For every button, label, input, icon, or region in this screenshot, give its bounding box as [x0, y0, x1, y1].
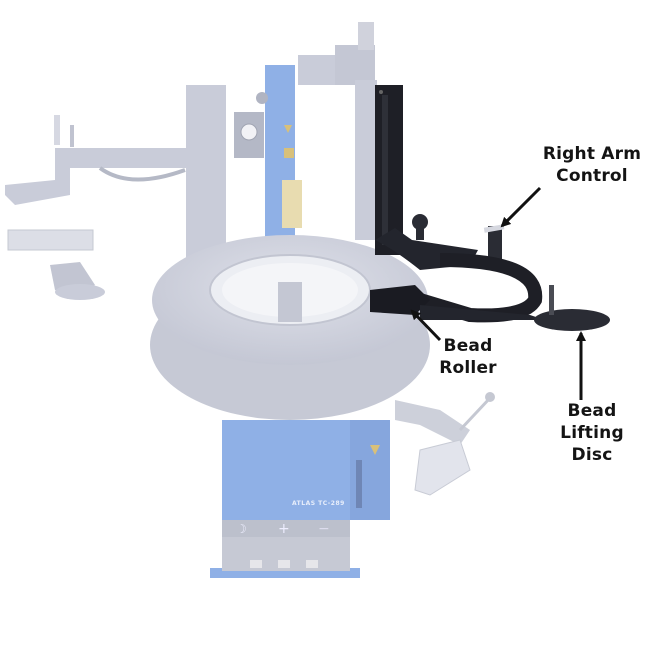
machine-cabinet — [222, 420, 390, 520]
callout-line: Right Arm — [542, 144, 642, 164]
callout-line: Control — [556, 166, 628, 186]
callout-bead-roller: Bead Roller — [428, 335, 508, 379]
machine-column — [234, 65, 302, 265]
mount-head — [298, 22, 377, 240]
callout-line: Lifting — [560, 423, 624, 443]
pedal-symbol-rotate: ☽ — [236, 522, 247, 536]
machine-model-label: ATLAS TC-289 — [292, 500, 345, 507]
callout-line: Roller — [439, 358, 497, 378]
callout-arrows — [410, 186, 586, 400]
pedal-symbol-plus: + — [278, 521, 290, 537]
callout-line: Bead — [567, 401, 617, 421]
machine-base: ☽ + − — [210, 515, 360, 578]
pedal-symbol-minus: − — [318, 521, 330, 537]
callout-bead-lifting-disc: Bead Lifting Disc — [552, 400, 632, 466]
right-assist-arm — [370, 85, 610, 331]
callout-line: Disc — [571, 445, 613, 465]
tire — [150, 235, 430, 420]
bead-breaker — [395, 392, 495, 496]
arrow-bead-roller — [410, 309, 442, 342]
arrow-right-arm-control — [500, 186, 542, 228]
callout-line: Bead — [443, 336, 493, 356]
callout-right-arm-control: Right Arm Control — [536, 143, 648, 187]
